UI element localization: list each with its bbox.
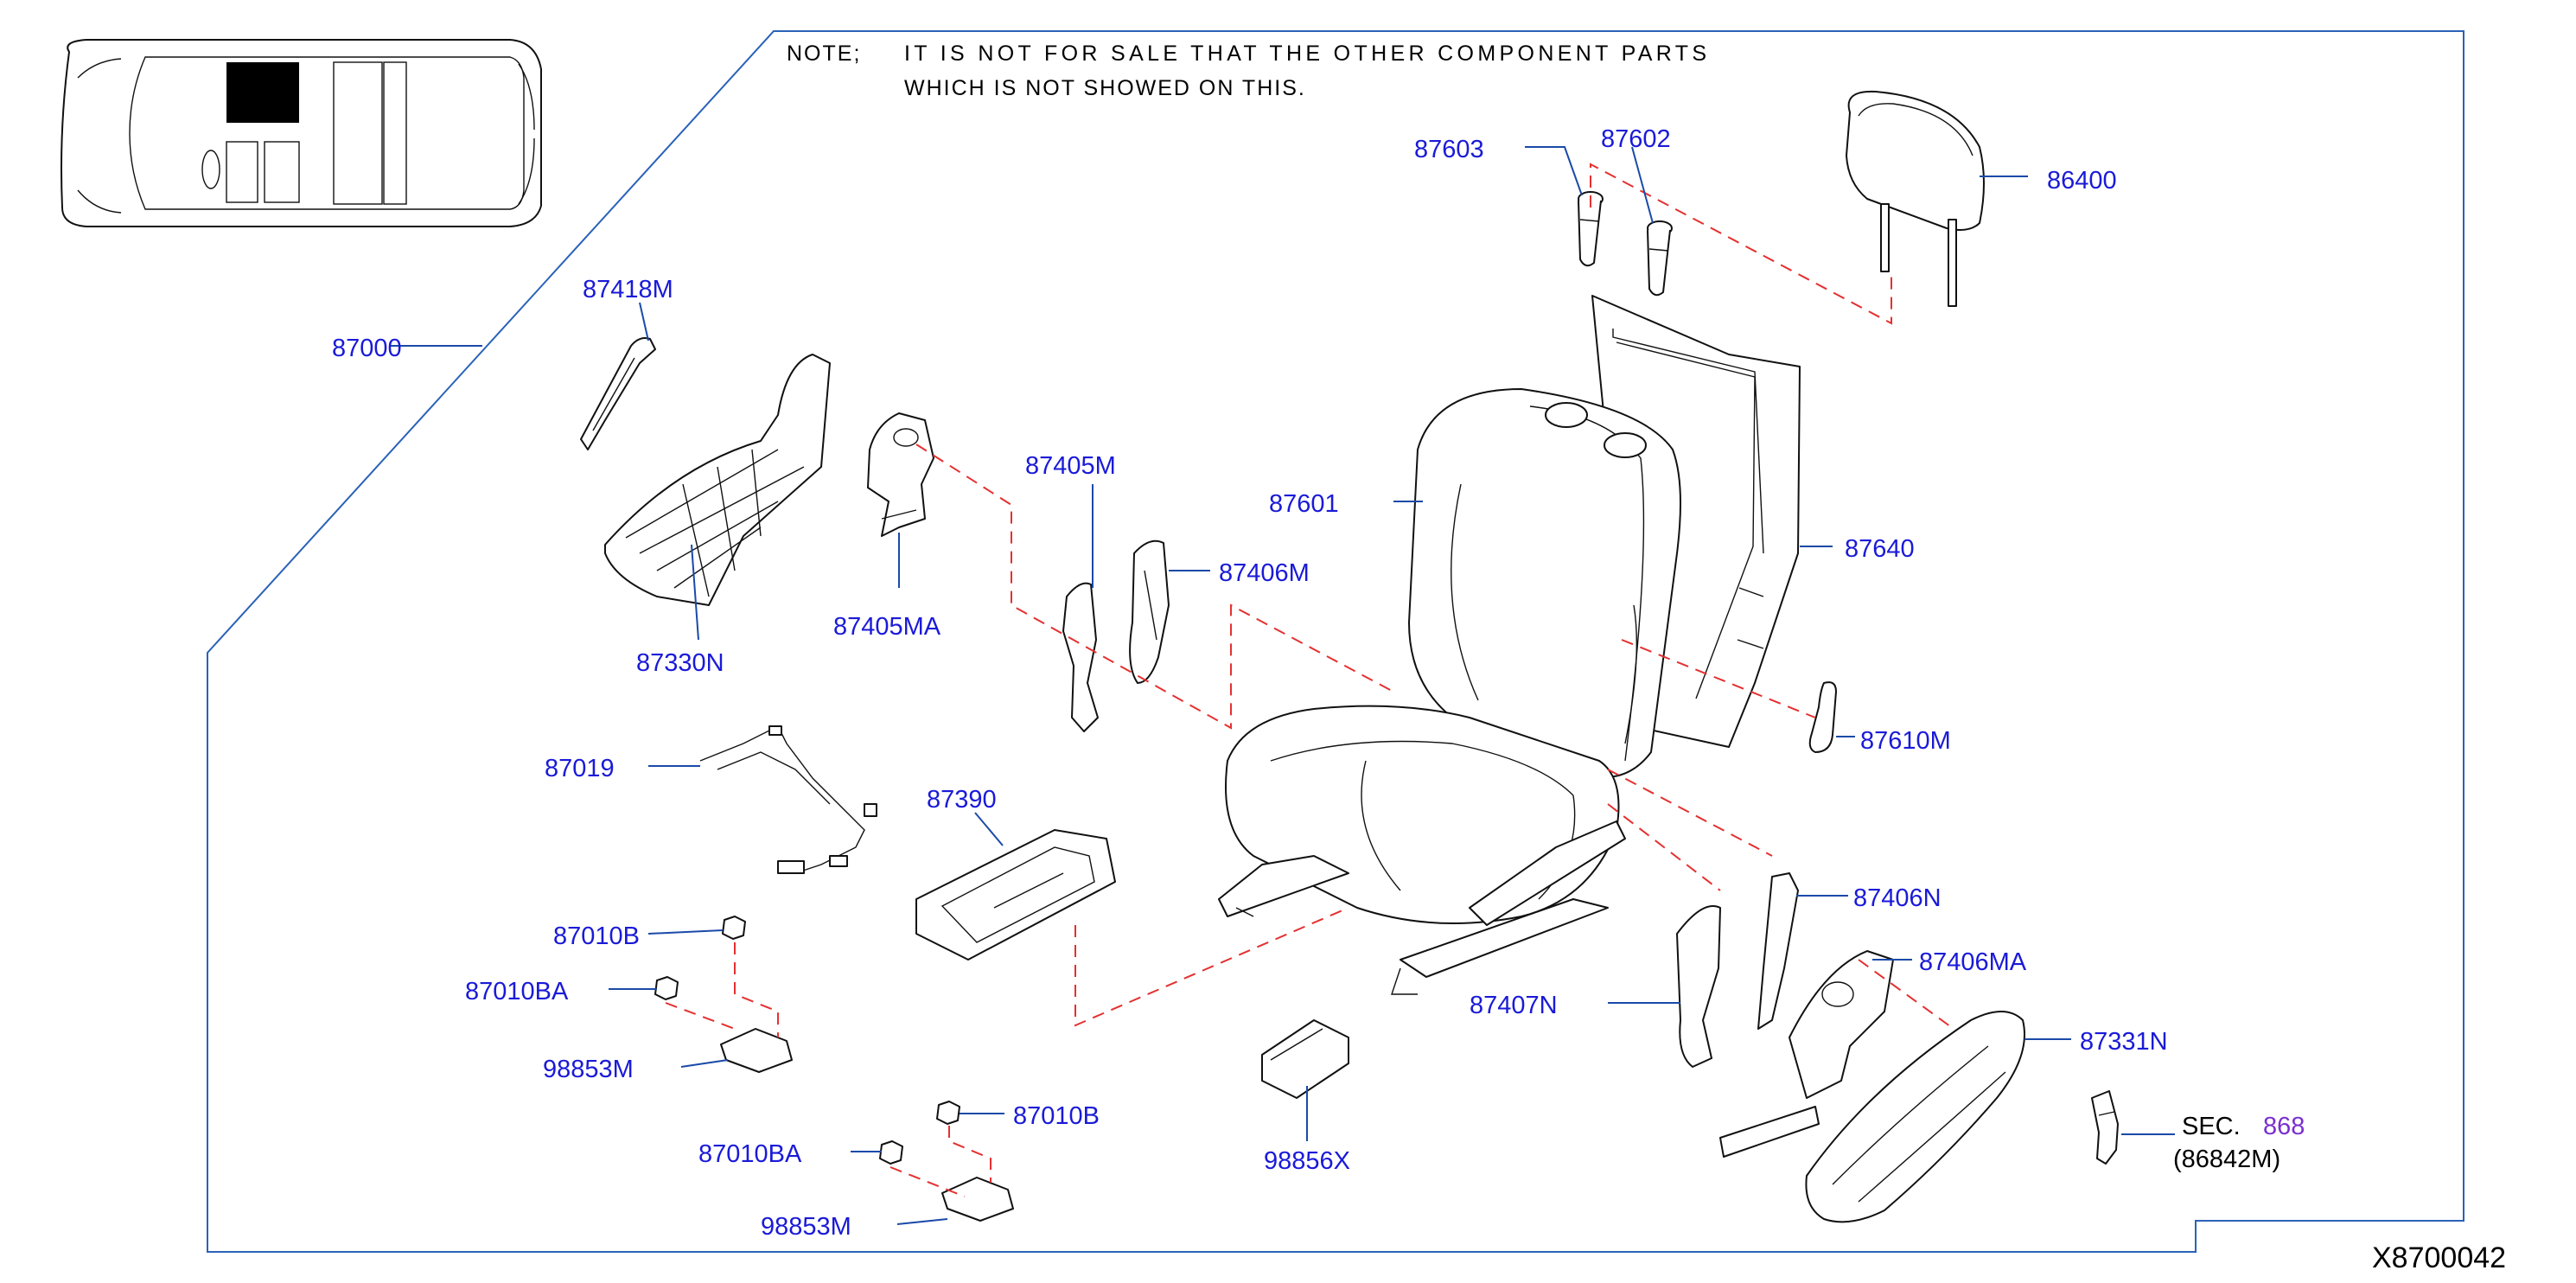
part-labels: 87000 87418M 87330N 87405MA 87405M 87406… [332,125,2168,1241]
nut-87010BA-lower[interactable] [879,1140,903,1165]
label-86400[interactable]: 86400 [2047,167,2117,195]
recliner-cover-87610M[interactable] [1808,681,1837,753]
label-87000[interactable]: 87000 [332,335,402,362]
headrest-guide-87603[interactable] [1578,191,1604,267]
label-98856X[interactable]: 98856X [1264,1147,1350,1175]
cover-87407N[interactable] [1676,905,1721,1068]
note-line-2: WHICH IS NOT SHOWED ON THIS. [904,76,1306,100]
label-87418M[interactable]: 87418M [583,276,673,303]
cover-87406M[interactable] [1129,539,1170,684]
nut-87010B-upper[interactable] [722,916,746,940]
label-87601[interactable]: 87601 [1269,490,1339,518]
label-87390[interactable]: 87390 [927,786,997,814]
label-87010BA-upper[interactable]: 87010BA [465,978,569,1005]
vehicle-locator [61,39,542,227]
side-finisher-87331N[interactable] [1805,1011,2025,1223]
wire-harness-87019[interactable] [699,725,877,874]
label-87405MA[interactable]: 87405MA [833,613,941,641]
seat-assembly-boundary [207,30,2464,1253]
bracket-87405MA[interactable] [867,412,934,537]
nut-87010B-lower[interactable] [936,1101,960,1125]
buckle-86842M[interactable] [2091,1090,2119,1165]
highlighted-seat-position [226,62,299,123]
sensor-98853M-upper[interactable] [720,1028,793,1073]
cover-87406N[interactable] [1757,872,1799,1030]
sec-prefix: SEC. [2182,1113,2241,1140]
seat-track[interactable] [1218,820,1626,995]
headrest-86400[interactable] [1846,90,1985,307]
section-reference: SEC. 868 (86842M) [2173,1113,2305,1173]
label-87010B-upper[interactable]: 87010B [553,922,640,950]
note-prefix: NOTE; [787,41,861,66]
label-98853M-lower[interactable]: 98853M [761,1213,851,1241]
tray-87390[interactable] [915,829,1116,961]
label-leaders [389,146,2175,1225]
trim-87418M[interactable] [580,337,656,450]
assembly-relation-lines [665,163,1954,1197]
label-87610M[interactable]: 87610M [1860,727,1951,755]
label-98853M-upper[interactable]: 98853M [543,1056,634,1083]
nut-87010BA-upper[interactable] [654,976,679,1000]
side-finisher-87330N[interactable] [604,354,831,606]
label-87407N[interactable]: 87407N [1470,992,1558,1019]
sensor-98853M-lower[interactable] [941,1177,1014,1222]
cover-87405M[interactable] [1062,582,1099,732]
diagram-code: X8700042 [2372,1242,2506,1274]
label-87640[interactable]: 87640 [1845,535,1915,563]
label-87010B-lower[interactable]: 87010B [1013,1102,1100,1130]
label-87405M[interactable]: 87405M [1025,452,1116,480]
label-87019[interactable]: 87019 [545,755,615,782]
label-87330N[interactable]: 87330N [636,649,724,677]
label-87331N[interactable]: 87331N [2080,1028,2168,1056]
control-unit-98856X[interactable] [1261,1019,1349,1099]
label-87406M[interactable]: 87406M [1219,559,1310,587]
note-line-1: IT IS NOT FOR SALE THAT THE OTHER COMPON… [904,41,1708,66]
label-87603[interactable]: 87603 [1414,136,1484,163]
label-87602[interactable]: 87602 [1601,125,1671,153]
bracket-87406MA[interactable] [1719,950,1894,1158]
label-87406MA[interactable]: 87406MA [1919,948,2027,976]
headrest-guide-87602[interactable] [1647,220,1673,297]
sec-part-number: (86842M) [2173,1146,2280,1173]
seat-back-87601[interactable] [1408,388,1681,779]
label-87406N[interactable]: 87406N [1853,884,1942,912]
note: NOTE; IT IS NOT FOR SALE THAT THE OTHER … [787,41,1708,100]
sec-number-link[interactable]: 868 [2263,1113,2305,1140]
label-87010BA-lower[interactable]: 87010BA [698,1140,802,1168]
